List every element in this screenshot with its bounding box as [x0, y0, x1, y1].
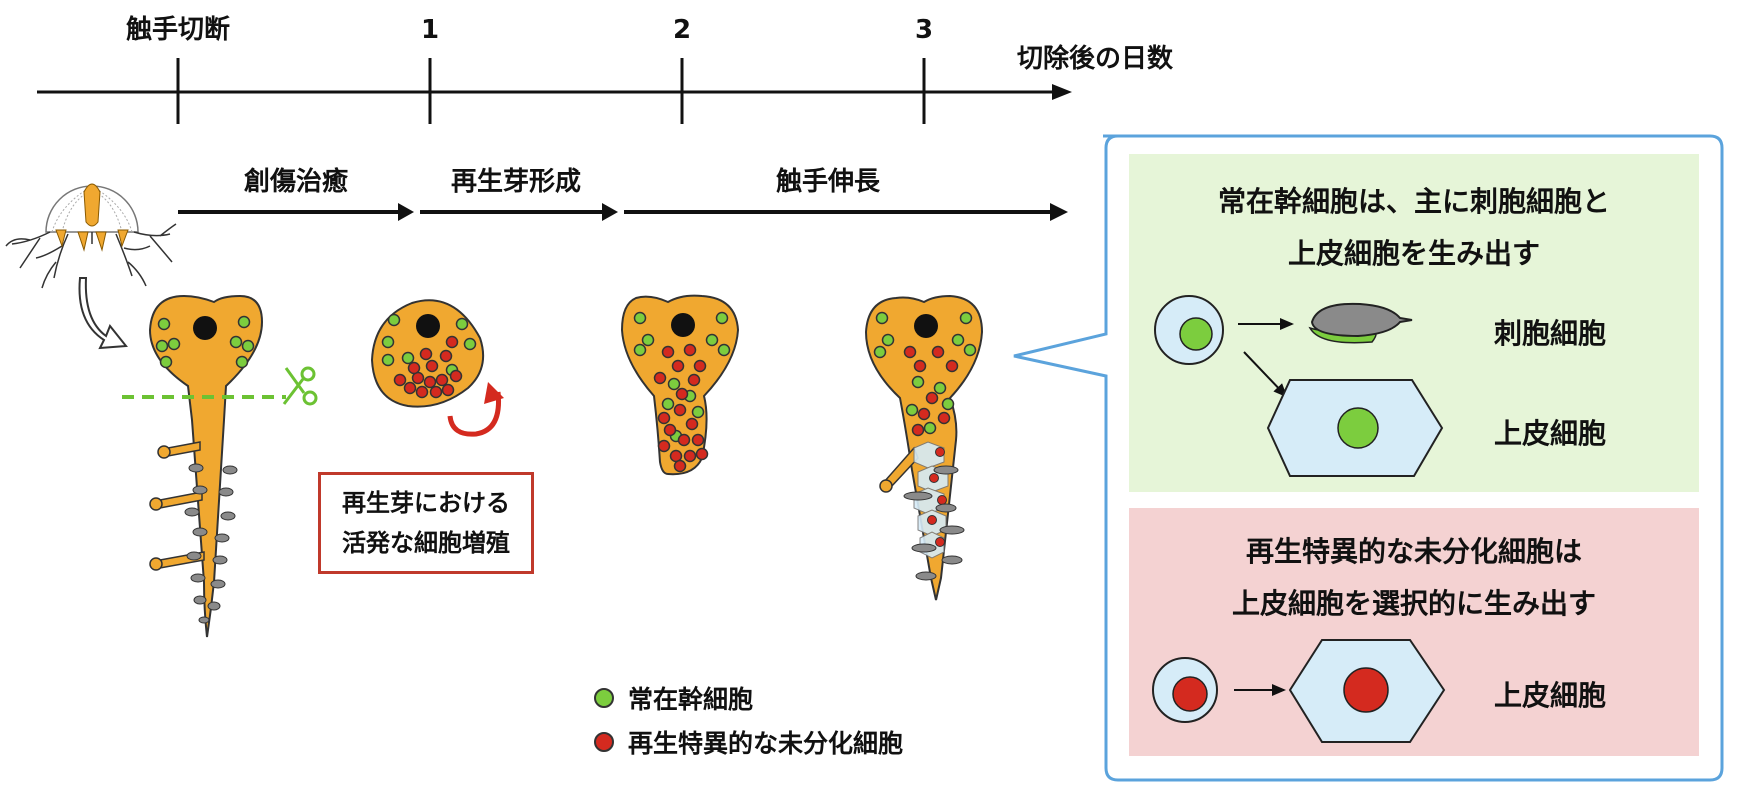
stage-elongation-arrowhead	[1050, 203, 1068, 221]
panel-bottom-line-2: 上皮細胞を選択的に生み出す	[1231, 587, 1596, 620]
tentacle-amputation	[122, 294, 318, 638]
tentacle-day3	[864, 294, 984, 601]
blastema-day1	[370, 299, 504, 437]
timeline-arrowhead	[1052, 84, 1072, 100]
legend-label-resident: 常在幹細胞	[628, 685, 754, 714]
stage-wound-healing-label: 創傷治癒	[244, 166, 348, 197]
panel-bottom-line-1: 再生特異的な未分化細胞は	[1245, 535, 1582, 568]
legend-item-regeneration: 再生特異的な未分化細胞	[594, 720, 903, 764]
day-1-label: 1	[421, 15, 439, 45]
note-line-2: 活発な細胞増殖	[342, 529, 510, 557]
proliferation-arrowhead	[484, 382, 504, 404]
legend: 常在幹細胞 再生特異的な未分化細胞	[594, 676, 903, 764]
stage-wound-healing-arrowhead	[398, 203, 414, 221]
nucleus	[193, 316, 217, 340]
amputation-label: 触手切断	[126, 14, 230, 45]
axis-label: 切除後の日数	[1017, 43, 1174, 74]
callout	[1013, 134, 1724, 782]
label-cnidocyte: 刺胞細胞	[1494, 317, 1607, 350]
day-3-label: 3	[915, 15, 933, 45]
scissors-icon	[282, 366, 318, 406]
cnidocyte-icon	[1310, 302, 1413, 338]
stage-arrows: 創傷治癒 再生芽形成 触手伸長	[178, 166, 1068, 221]
green-dot-icon	[594, 688, 614, 708]
timeline: 触手切断 1 2 3 切除後の日数	[37, 14, 1174, 124]
panel-top-heading: 常在幹細胞は、主に刺胞細胞と 上皮細胞を生み出す	[1129, 176, 1699, 280]
panel-bottom-heading: 再生特異的な未分化細胞は 上皮細胞を選択的に生み出す	[1129, 526, 1699, 630]
note-line-1: 再生芽における	[342, 489, 510, 517]
panel-top-line-1: 常在幹細胞は、主に刺胞細胞と	[1217, 185, 1610, 218]
red-dot-icon	[594, 732, 614, 752]
tentacle-body	[148, 294, 264, 638]
legend-label-regeneration: 再生特異的な未分化細胞	[628, 729, 904, 758]
day-2-label: 2	[673, 15, 691, 45]
stage-elongation-label: 触手伸長	[776, 167, 881, 197]
legend-item-resident: 常在幹細胞	[594, 676, 903, 720]
label-epithelial-bottom: 上皮細胞	[1494, 679, 1607, 712]
proliferation-cycle-arrow	[447, 391, 502, 437]
stage-blastema-arrowhead	[602, 203, 618, 221]
jellyfish-illustration	[5, 183, 177, 350]
panel-top-line-2: 上皮細胞を生み出す	[1287, 237, 1540, 270]
tentacle-day2	[620, 294, 740, 476]
proliferation-note: 再生芽における 活発な細胞増殖	[318, 472, 534, 574]
label-epithelial-top: 上皮細胞	[1494, 417, 1607, 450]
stage-blastema-label: 再生芽形成	[451, 167, 581, 197]
arrow-to-epithelial	[1243, 351, 1288, 398]
